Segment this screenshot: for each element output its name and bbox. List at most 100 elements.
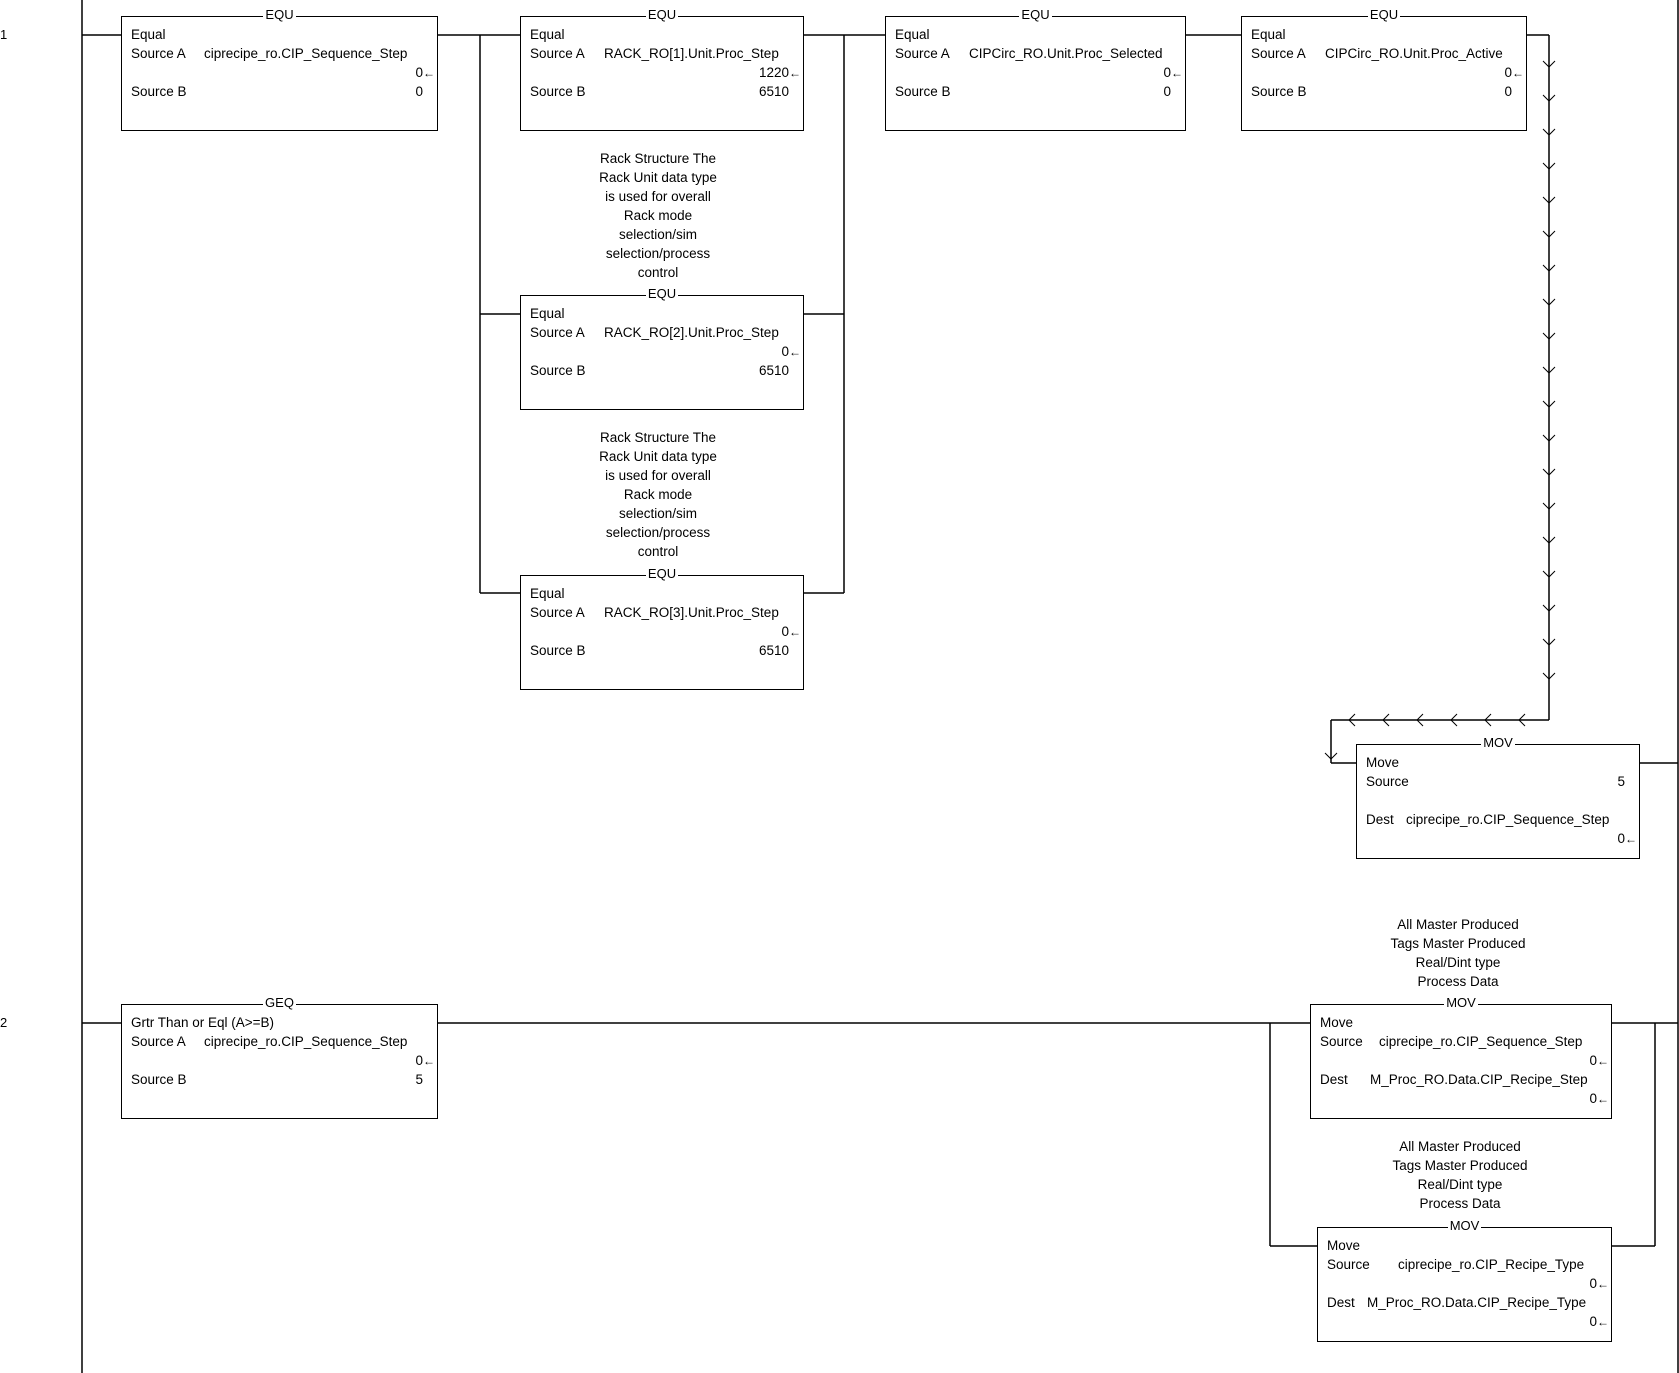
flow-arrow-icon [1542,434,1556,442]
source-a-value: 0 [1504,65,1512,80]
comment-line: selection/process [605,246,711,261]
instruction-mnemonic: EQU [645,286,679,301]
comment-line: Tags Master Produced [1390,936,1526,951]
source-value: 0 [1589,1053,1597,1068]
comment-line: Rack Unit data type [599,449,717,464]
flow-arrow-icon [1542,672,1556,680]
source-tag[interactable]: ciprecipe_ro.CIP_Recipe_Type [1398,1257,1585,1272]
live-value-arrow-icon: ← [1597,1315,1609,1329]
flow-arrow-icon [1324,752,1338,760]
dest-label: Dest [1366,812,1394,827]
source-b-label: Source B [895,84,951,99]
source-a-label: Source A [1251,46,1306,61]
comment-line: control [637,544,679,559]
flow-arrow-icon [1542,536,1556,544]
source-a-tag[interactable]: RACK_RO[1].Unit.Proc_Step [604,46,779,61]
instruction-title: Equal [895,27,930,42]
mov-instruction[interactable]: MOV Move Source ciprecipe_ro.CIP_Recipe_T… [1317,1218,1612,1342]
instruction-mnemonic: MOV [1447,1218,1482,1233]
instruction-mnemonic: MOV [1444,995,1478,1010]
mov-instruction[interactable]: MOV Move Source ciprecipe_ro.CIP_Sequence… [1310,995,1612,1119]
live-value-arrow-icon: ← [423,1054,435,1068]
source-b-value[interactable]: 5 [415,1072,423,1087]
comment-line: Rack Structure The [599,151,717,166]
source-a-value: 0 [781,624,789,639]
instruction-title: Equal [1251,27,1286,42]
live-value-arrow-icon: ← [789,625,801,639]
live-value-arrow-icon: ← [423,66,435,80]
flow-arrow-icon [1542,196,1556,204]
flow-arrow-icon [1542,298,1556,306]
dest-label: Dest [1327,1295,1355,1310]
source-a-value: 0 [415,1053,423,1068]
flow-arrow-icon [1542,502,1556,510]
dest-tag[interactable]: M_Proc_RO.Data.CIP_Recipe_Step [1370,1072,1588,1087]
comment-line: Rack Structure The [599,430,717,445]
source-b-value[interactable]: 0 [415,84,423,99]
live-value-arrow-icon: ← [1625,832,1637,846]
rung-comment: All Master Produced Tags Master Produced… [1360,1137,1560,1213]
mov-instruction[interactable]: MOV Move Source 5 Dest ciprecipe_ro.CIP_Se… [1356,735,1640,859]
live-value-arrow-icon: ← [789,345,801,359]
source-a-tag[interactable]: CIPCirc_RO.Unit.Proc_Active [1325,46,1503,61]
instruction-mnemonic: MOV [1481,735,1515,750]
comment-line: Real/Dint type [1415,955,1501,970]
source-label: Source [1327,1257,1370,1272]
flow-arrow-icon [1542,366,1556,374]
source-a-tag[interactable]: ciprecipe_ro.CIP_Sequence_Step [204,46,408,61]
flow-arrow-icon [1542,162,1556,170]
source-value: 0 [1589,1276,1597,1291]
flow-arrow-icon [1542,230,1556,238]
instruction-mnemonic: EQU [645,7,679,22]
comment-line: Process Data [1417,974,1499,989]
source-a-tag[interactable]: CIPCirc_RO.Unit.Proc_Selected [969,46,1163,61]
dest-tag[interactable]: M_Proc_RO.Data.CIP_Recipe_Type [1367,1295,1587,1310]
source-b-label: Source B [131,84,187,99]
comment-line: Rack mode [623,487,693,502]
source-a-tag[interactable]: RACK_RO[2].Unit.Proc_Step [604,325,779,340]
instruction-mnemonic: EQU [263,7,296,22]
dest-tag[interactable]: ciprecipe_ro.CIP_Sequence_Step [1406,812,1610,827]
source-value[interactable]: 5 [1617,774,1625,789]
source-a-label: Source A [131,1034,186,1049]
flow-arrow-icon [1416,713,1424,727]
source-b-value[interactable]: 0 [1163,84,1171,99]
source-b-value[interactable]: 6510 [758,363,789,378]
instruction-mnemonic: EQU [645,566,679,581]
live-value-arrow-icon: ← [1171,66,1183,80]
source-tag[interactable]: ciprecipe_ro.CIP_Sequence_Step [1379,1034,1583,1049]
live-value-arrow-icon: ← [1597,1092,1609,1106]
flow-arrow-icon [1542,128,1556,136]
instruction-title: Move [1320,1015,1354,1030]
instruction-title: Move [1366,755,1400,770]
comment-line: All Master Produced [1399,1139,1521,1154]
source-label: Source [1320,1034,1363,1049]
instruction-title: Grtr Than or Eql (A>=B) [131,1015,275,1030]
source-a-label: Source A [530,325,585,340]
source-b-value[interactable]: 6510 [758,84,789,99]
source-a-tag[interactable]: ciprecipe_ro.CIP_Sequence_Step [204,1034,408,1049]
source-b-value[interactable]: 0 [1504,84,1512,99]
dest-value: 0 [1617,831,1625,846]
flow-arrow-icon [1348,713,1356,727]
rung-comment: Rack Structure The Rack Unit data type i… [558,149,758,282]
comment-line: is used for overall [605,189,711,204]
source-label: Source [1366,774,1409,789]
source-b-value[interactable]: 6510 [758,643,789,658]
rung-number: 1 [0,27,8,42]
source-b-label: Source B [530,643,586,658]
instruction-title: Equal [131,27,166,42]
source-a-tag[interactable]: RACK_RO[3].Unit.Proc_Step [604,605,779,620]
comment-line: All Master Produced [1397,917,1519,932]
comment-line: selection/sim [618,506,698,521]
source-a-label: Source A [530,46,585,61]
instruction-title: Move [1327,1238,1361,1253]
comment-line: control [637,265,679,280]
